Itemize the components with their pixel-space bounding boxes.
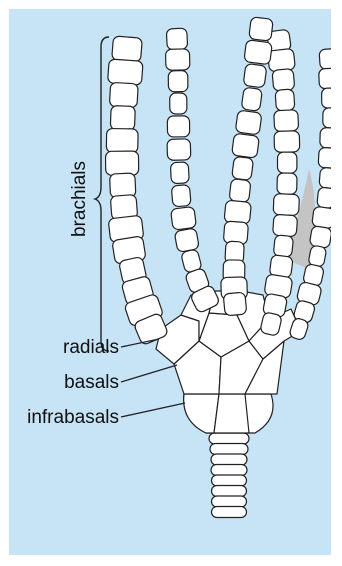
crinoid-diagram: brachials radials basals infrabasals [9, 9, 331, 555]
brachial-plate [168, 71, 188, 92]
brachial-plate [273, 194, 299, 216]
brachial-plate [243, 63, 267, 88]
brachial-plate [110, 173, 136, 198]
brachial-plate [109, 82, 138, 107]
brachial-plate [167, 139, 191, 161]
brachial-plate [112, 36, 143, 62]
brachial-plate [275, 89, 295, 111]
brachial-plate [312, 206, 331, 229]
brachial-plate [318, 147, 331, 168]
brachial-plate [277, 152, 296, 173]
brachial-plate [273, 235, 293, 258]
brachial-plate [272, 69, 295, 92]
radials-label: radials [63, 337, 119, 358]
brachial-plate [319, 48, 331, 69]
stem-ossicle [210, 444, 248, 455]
brachial-plate [323, 108, 331, 128]
stem-ossicle [211, 454, 247, 465]
brachial-plate [165, 49, 189, 71]
brachial-plate [171, 206, 197, 230]
brachial-plate [277, 173, 297, 194]
brachial-plate [274, 110, 299, 132]
brachial-plate [223, 292, 247, 316]
brachial-plate [274, 131, 300, 153]
brachial-plate [171, 185, 191, 207]
stem-ossicle [211, 465, 247, 476]
brachial-plate [166, 28, 187, 50]
brachial-plate [167, 116, 189, 137]
crinoid-illustration: brachials radials basals infrabasals [9, 9, 331, 555]
stem-ossicle [212, 507, 247, 518]
stem-ossicle [212, 475, 247, 486]
brachial-plate [273, 214, 298, 237]
brachial-plate [309, 226, 331, 249]
brachial-plate [319, 68, 331, 89]
infrabasals-label: infrabasals [27, 407, 119, 428]
brachial-plate [244, 40, 273, 65]
brachial-plate [232, 133, 260, 158]
stem-ossicle [212, 486, 247, 497]
brachials-label: brachials [69, 161, 90, 237]
brachial-plate [170, 162, 189, 184]
brachial-plate [170, 93, 187, 114]
basals-label: basals [64, 372, 119, 393]
brachial-plate [319, 167, 331, 188]
stem-ossicle [209, 433, 249, 444]
stem [209, 433, 249, 518]
brachial-plate [235, 110, 262, 135]
brachial-plate [105, 151, 138, 175]
brachial-plate [232, 156, 254, 180]
brachial-plate [224, 200, 251, 224]
brachial-plate [317, 187, 331, 209]
infrabasal-plates [184, 394, 273, 433]
brachial-plate [249, 17, 274, 41]
brachial-plate [241, 87, 262, 111]
brachial-plate [110, 106, 135, 131]
stem-ossicle [212, 496, 247, 507]
brachial-plate [322, 88, 331, 108]
brachial-plate [108, 59, 144, 85]
brachial-plate [174, 228, 199, 253]
brachial-plate [106, 128, 138, 152]
brachial-plate [320, 128, 331, 149]
infrabasal-plate [214, 394, 249, 433]
brachial-plate [229, 179, 251, 203]
